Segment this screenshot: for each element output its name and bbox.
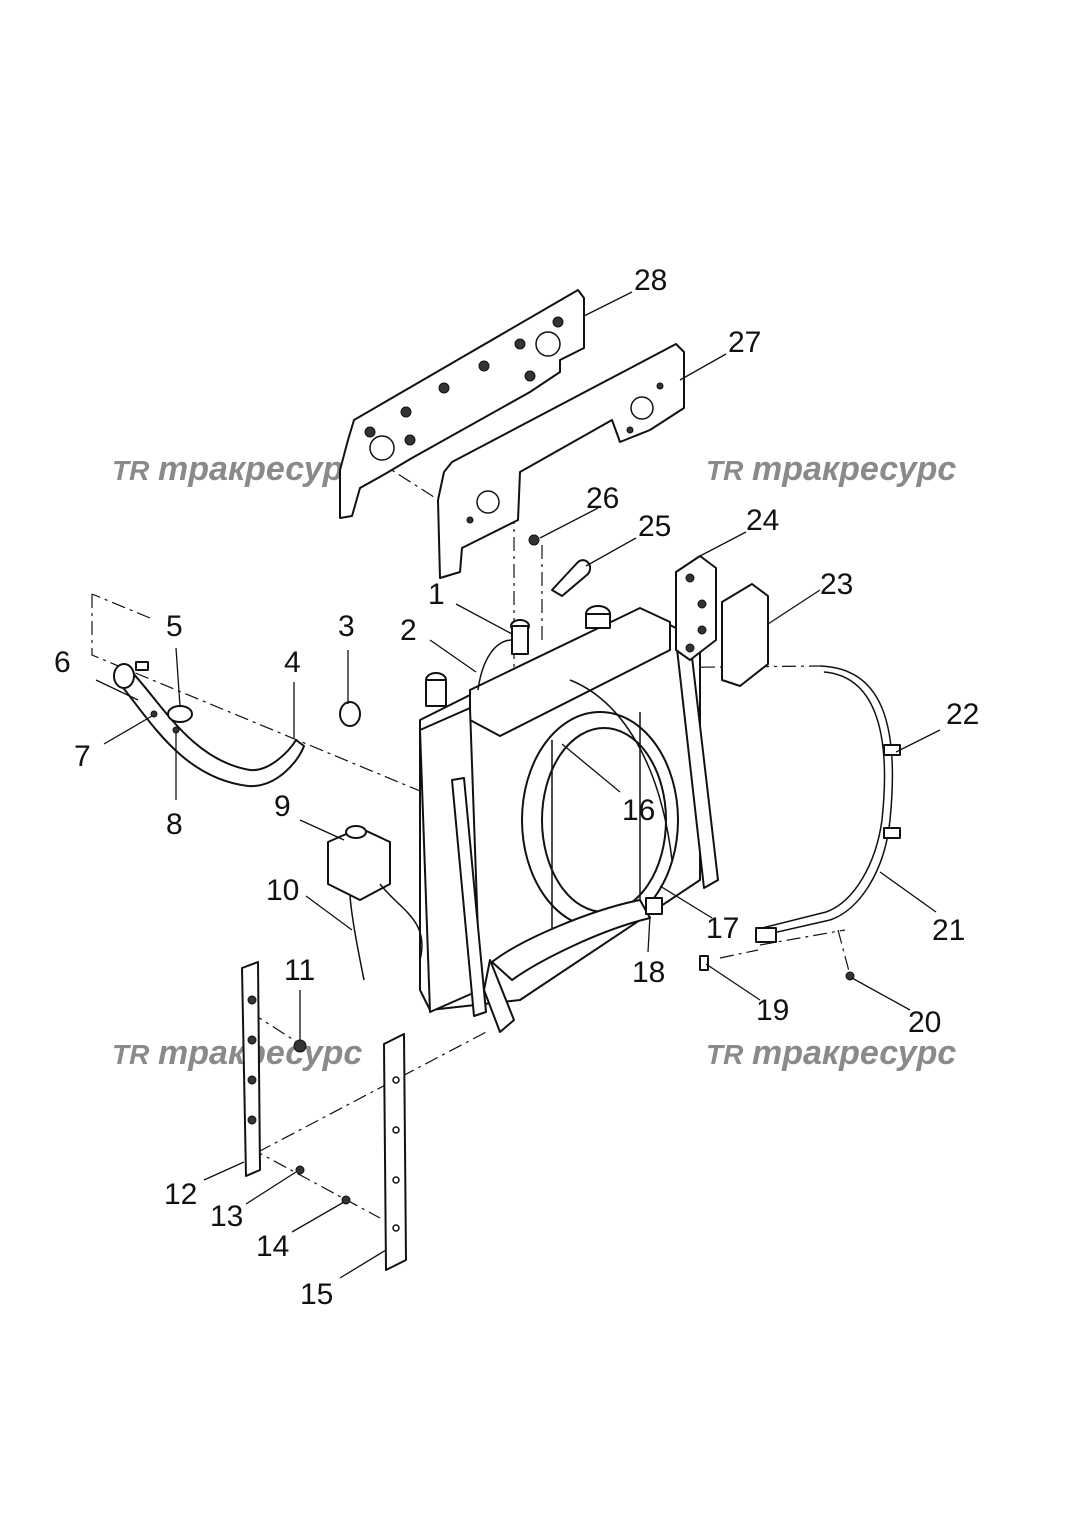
callout-22: 22	[946, 698, 979, 731]
callout-1: 1	[428, 578, 445, 611]
part-10-overflow-hose	[349, 883, 423, 981]
watermark-logo: TR	[112, 1039, 150, 1070]
callout-23: 23	[820, 568, 853, 601]
watermark-text: тракресурс	[158, 450, 362, 488]
watermark-top-left: TR тракресурс	[112, 450, 362, 488]
callout-24: 24	[746, 504, 779, 537]
callout-25: 25	[638, 510, 671, 543]
callout-16: 16	[622, 794, 655, 827]
part-13-washer	[295, 1165, 305, 1175]
callout-5: 5	[166, 610, 183, 643]
callout-18: 18	[632, 956, 665, 989]
callout-17: 17	[706, 912, 739, 945]
callout-13: 13	[210, 1200, 243, 1233]
part-25-small-hose	[551, 559, 592, 597]
watermark-text: тракресурс	[752, 450, 956, 488]
watermark-bottom-right: TR тракресурс	[706, 1034, 956, 1072]
part-12-lower-bracket	[241, 961, 261, 1177]
callout-7: 7	[74, 740, 91, 773]
callout-14: 14	[256, 1230, 289, 1263]
part-4-upper-hose	[113, 663, 305, 788]
part-6-clamp-screw	[135, 661, 149, 671]
callout-3: 3	[338, 610, 355, 643]
callout-9: 9	[274, 790, 291, 823]
part-3-clamp	[339, 701, 361, 727]
part-24-side-bracket	[675, 555, 717, 661]
callout-8: 8	[166, 808, 183, 841]
watermark-bottom-left: TR тракресурс	[112, 1034, 362, 1072]
part-15-lower-strip	[383, 1033, 407, 1271]
radiator-assembly	[419, 605, 719, 1033]
part-26-bolt	[528, 534, 540, 546]
part-5-hose-clamp	[167, 705, 193, 723]
callout-12: 12	[164, 1178, 197, 1211]
part-11-nut	[293, 1039, 307, 1053]
watermark-top-right: TR тракресурс	[706, 450, 956, 488]
watermark-text: тракресурс	[158, 1034, 362, 1072]
callout-21: 21	[932, 914, 965, 947]
part-9-expansion-tank	[327, 825, 391, 901]
callout-4: 4	[284, 646, 301, 679]
callout-15: 15	[300, 1278, 333, 1311]
callout-2: 2	[400, 614, 417, 647]
leader-lines	[95, 291, 941, 1279]
watermark-logo: TR	[112, 455, 150, 486]
callout-10: 10	[266, 874, 299, 907]
watermark-logo: TR	[706, 455, 744, 486]
callout-26: 26	[586, 482, 619, 515]
part-19-clip	[699, 955, 709, 971]
part-23-plate	[721, 583, 769, 687]
part-28-mounting-bracket	[339, 289, 585, 519]
callout-27: 27	[728, 326, 761, 359]
watermark-logo: TR	[706, 1039, 744, 1070]
callout-labels: 28 27 26 25 24 23 1 2 3 4 5 6 7 8 9 10 1…	[54, 264, 979, 1311]
part-21-long-hose	[755, 665, 894, 943]
callout-11: 11	[284, 954, 315, 987]
part-7-nut	[150, 710, 158, 718]
part-27-mounting-bracket	[437, 343, 685, 579]
callout-19: 19	[756, 994, 789, 1027]
callout-28: 28	[634, 264, 667, 297]
callout-20: 20	[908, 1006, 941, 1039]
callout-6: 6	[54, 646, 71, 679]
watermark-text: тракресурс	[752, 1034, 956, 1072]
